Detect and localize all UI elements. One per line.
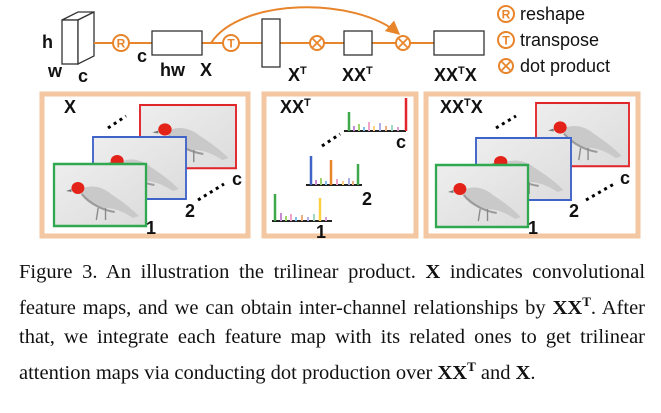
panel-xxt-title: XXT	[280, 97, 311, 117]
caption-x-symbol: X	[425, 261, 441, 283]
dim-w-label: w	[47, 61, 63, 81]
panel-xxtx: XXTX c 2 1	[423, 91, 641, 239]
hw-label: hw	[160, 60, 186, 80]
svg-text:T: T	[227, 37, 235, 51]
xt-matrix	[261, 18, 281, 68]
dot-product-op-icon-2	[395, 35, 411, 51]
reshape-op-icon: R	[112, 34, 130, 52]
caption-xxt-symbol: XXT	[552, 294, 591, 319]
panel-x-2: 2	[185, 201, 195, 221]
caption-prefix: Figure 3. An illustration the trilinear …	[19, 261, 416, 283]
legend-reshape-label: reshape	[520, 4, 585, 24]
figure-illustration: h w c R c hw X T XT XXT	[39, 4, 641, 242]
reshape-c-label: c	[137, 46, 147, 66]
panel-x-1: 1	[146, 218, 156, 238]
panel-xxtx-2: 2	[569, 201, 579, 221]
xt-label: XT	[288, 65, 307, 85]
svg-text:R: R	[117, 37, 126, 51]
dim-h-label: h	[42, 32, 53, 52]
panel-x-c: c	[232, 169, 242, 189]
panel-xxt-c: c	[396, 132, 406, 152]
svg-text:R: R	[502, 8, 511, 22]
dim-c-label: c	[78, 66, 88, 86]
panel-xxtx-c: c	[620, 168, 630, 188]
caption-part-2: . After that, we integrate each feature …	[19, 296, 646, 384]
panel-xxtx-title: XXTX	[440, 97, 483, 117]
svg-text:T: T	[502, 34, 510, 48]
caption-xxt-symbol-2: XXT	[437, 358, 476, 384]
legend: R reshape T transpose dot product	[497, 4, 610, 76]
transpose-legend-icon	[497, 31, 515, 49]
figure-caption: Figure 3. An illustration the trilinear …	[19, 258, 645, 388]
caption-end: .	[530, 361, 536, 384]
panel-x-title: X	[64, 97, 76, 117]
xxtx-label: XXTX	[434, 65, 477, 85]
panel-xxt-2: 2	[362, 189, 372, 209]
x-matrix	[151, 30, 203, 56]
caption-part-1: indicates convolutional feature maps, an…	[19, 261, 646, 319]
legend-transpose-label: transpose	[520, 30, 599, 50]
histogram-2	[306, 156, 362, 186]
legend-dot-label: dot product	[520, 56, 610, 76]
panel-xxt: XXT c	[261, 91, 419, 242]
feature-cube	[61, 10, 95, 66]
panel-xxtx-1: 1	[528, 218, 538, 238]
panel-x: X c 2 1	[39, 91, 251, 239]
dot-product-op-icon-1	[309, 35, 325, 51]
transpose-op-icon: T	[222, 34, 240, 52]
panel-xxt-1: 1	[316, 222, 326, 242]
caption-x-symbol-2: X	[515, 361, 531, 384]
reshape-legend-icon	[497, 5, 515, 23]
xxt-matrix	[343, 30, 373, 56]
xxt-label: XXT	[342, 65, 373, 85]
caption-part-3: and	[480, 361, 511, 384]
dot-product-legend-icon	[498, 58, 514, 74]
histogram-c	[344, 98, 408, 132]
xxtx-matrix	[433, 30, 485, 56]
histogram-1	[272, 194, 332, 222]
x-label: X	[200, 60, 212, 80]
